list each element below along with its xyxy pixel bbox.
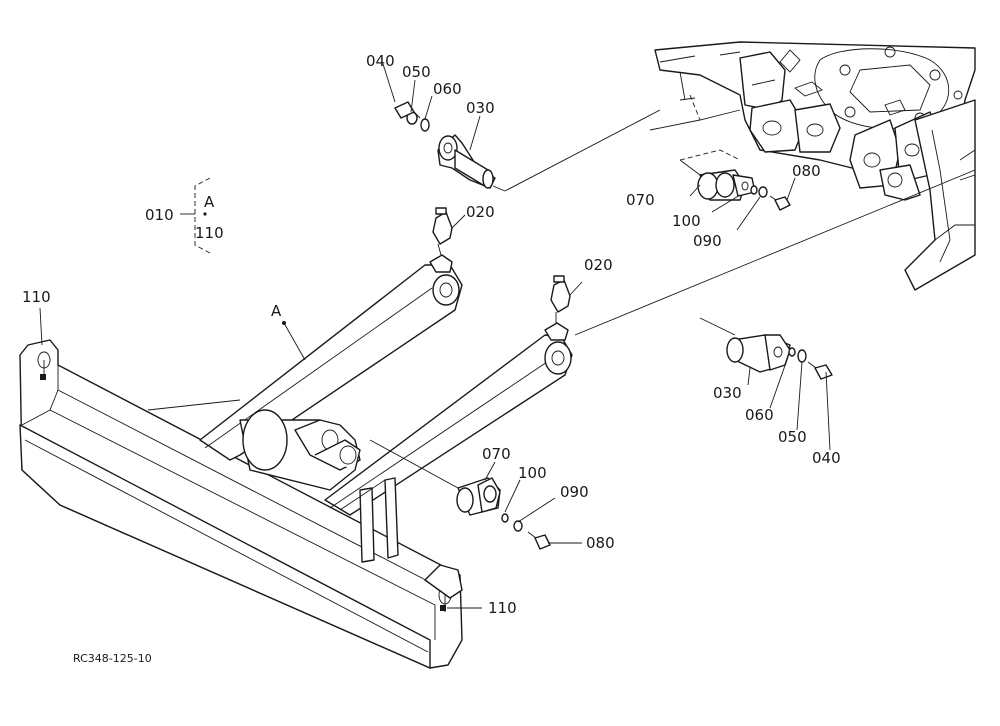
assembly-lines — [369, 169, 976, 489]
group-bracket — [180, 177, 211, 254]
callout-labels: 040 050 060 030 010 A 110 020 020 070 10… — [22, 52, 841, 665]
callout-110-blade-left: 110 — [22, 288, 51, 306]
callout-100-lower: 100 — [518, 464, 547, 482]
callout-060-top: 060 — [433, 80, 462, 98]
callout-050-right: 050 — [778, 428, 807, 446]
callout-070-frame: 070 — [626, 191, 655, 209]
callout-050-top: 050 — [402, 63, 431, 81]
callout-080-frame: 080 — [792, 162, 821, 180]
callout-040-right: 040 — [812, 449, 841, 467]
pin-assembly-frame — [679, 149, 796, 231]
callout-090-frame: 090 — [693, 232, 722, 250]
callout-020-left: 020 — [466, 203, 495, 221]
grease-fitting-left — [432, 207, 466, 256]
callout-a-arm: A — [271, 302, 282, 320]
grease-fitting-right — [550, 275, 583, 323]
leader-blade-110 — [39, 307, 482, 609]
callout-080-lower: 080 — [586, 534, 615, 552]
figure-code: RC348-125-10 — [73, 652, 152, 665]
callout-030-right: 030 — [713, 384, 742, 402]
callout-020-right: 020 — [584, 256, 613, 274]
callout-100-frame: 100 — [672, 212, 701, 230]
callout-060-right: 060 — [745, 406, 774, 424]
pin-assembly-top — [382, 63, 661, 192]
callout-110-blade-right: 110 — [488, 599, 517, 617]
pin-assembly-right — [699, 317, 833, 451]
machine-frame — [649, 41, 976, 291]
callout-030-top: 030 — [466, 99, 495, 117]
callout-group-110: 110 — [195, 224, 224, 242]
callout-group-a: A — [204, 193, 215, 211]
callout-070-lower: 070 — [482, 445, 511, 463]
callout-010: 010 — [145, 206, 174, 224]
blade-arms — [147, 254, 573, 563]
callout-040-top: 040 — [366, 52, 395, 70]
callout-090-lower: 090 — [560, 483, 589, 501]
pin-assembly-lower — [456, 461, 582, 550]
leader-arm-a — [282, 321, 306, 361]
dozer-blade — [19, 339, 463, 669]
